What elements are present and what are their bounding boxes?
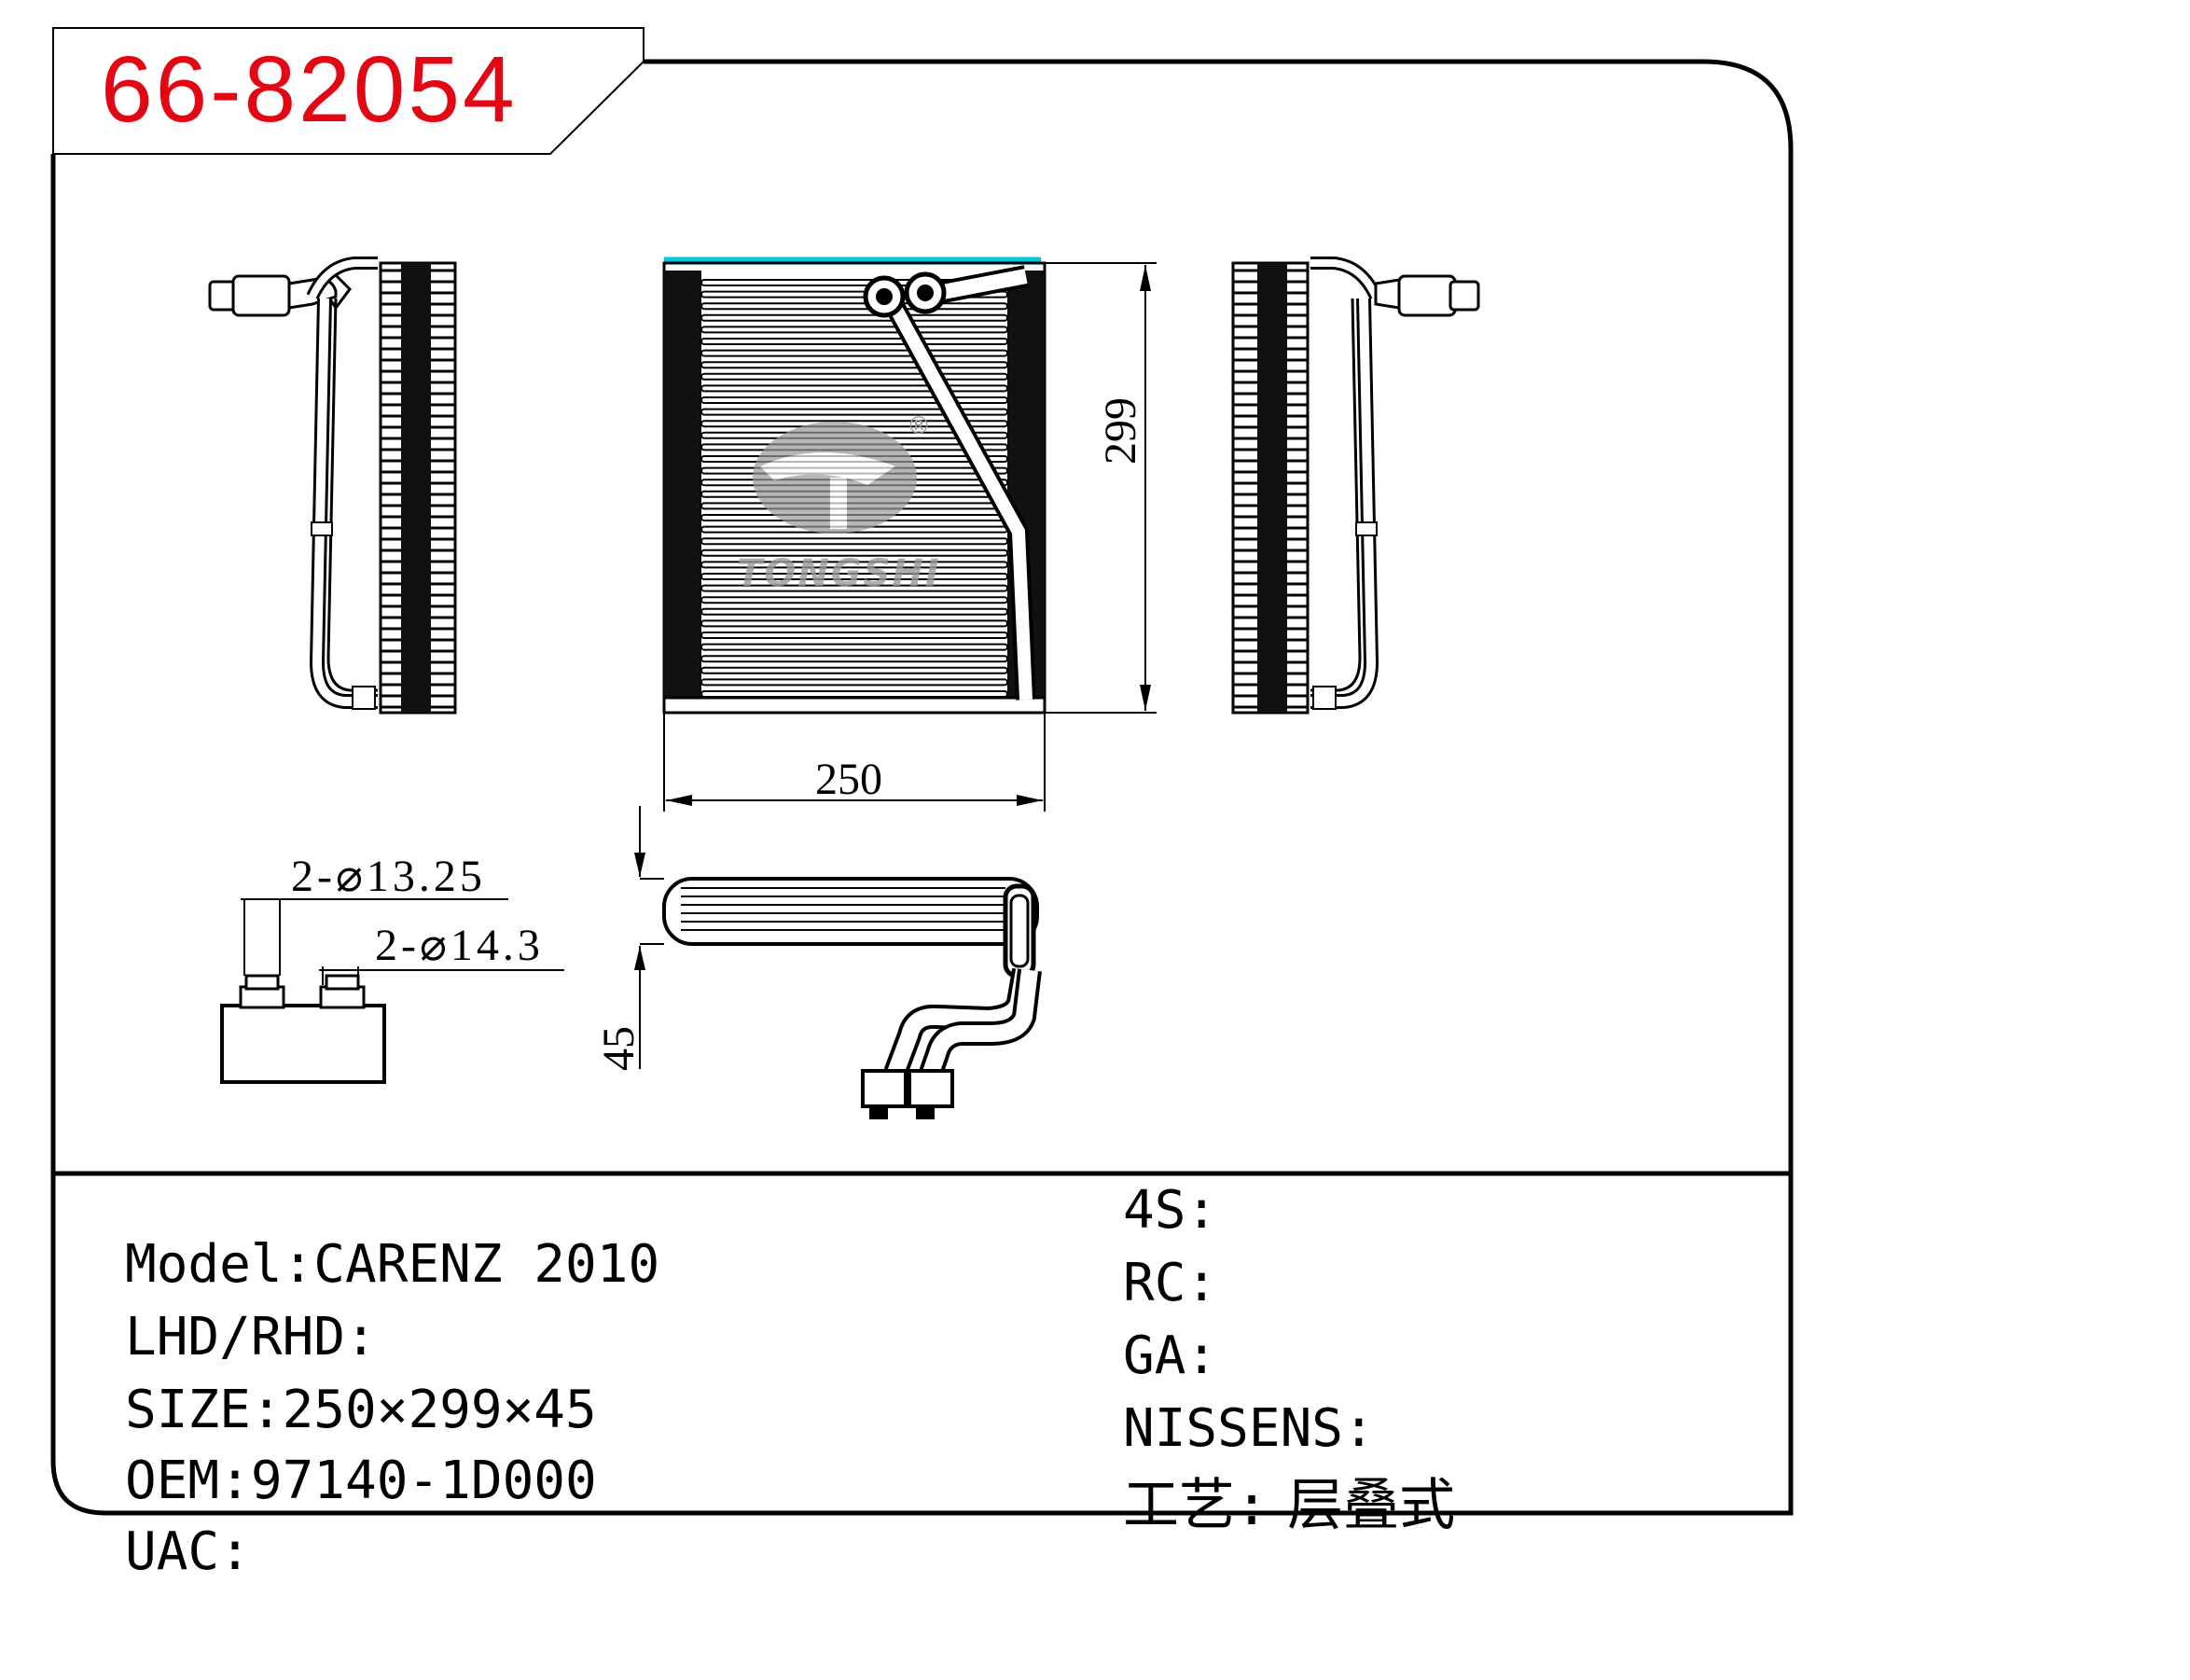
spec-oem-value: 97140-1D000	[250, 1451, 597, 1511]
spec-rc-label: RC:	[1123, 1253, 1218, 1313]
spec-model-label: Model:	[125, 1234, 314, 1295]
watermark-logo	[753, 422, 917, 534]
spec-ga-label: GA:	[1123, 1326, 1218, 1386]
spec-nissens: NISSENS:	[1123, 1403, 1375, 1455]
side-view-left	[208, 257, 457, 715]
spec-uac: UAC:	[125, 1526, 251, 1578]
port-dim-label-1: 2-⌀13.25	[291, 852, 486, 901]
spec-rc: RC:	[1123, 1257, 1217, 1310]
part-number: 66-82054	[101, 37, 518, 142]
spec-process-label: 工艺:	[1123, 1473, 1269, 1538]
spec-process-value: 层叠式	[1287, 1473, 1456, 1538]
spec-lhd-rhd-label: LHD/RHD:	[125, 1307, 377, 1368]
dim-height-label: 299	[1096, 397, 1145, 465]
spec-process: 工艺:层叠式	[1123, 1478, 1455, 1534]
side-view-right	[1231, 257, 1480, 715]
spec-size-value: 250×299×45	[282, 1380, 597, 1440]
dim-width	[663, 713, 1046, 812]
dim-height	[1045, 262, 1157, 714]
spec-4s: 4S:	[1123, 1185, 1217, 1237]
port-detail	[220, 898, 564, 1084]
spec-oem-label: OEM:	[125, 1451, 251, 1511]
dim-depth-label: 45	[594, 1026, 644, 1071]
spec-lhd-rhd: LHD/RHD:	[125, 1312, 377, 1364]
depth-view	[634, 806, 1042, 1119]
spec-model: Model:CARENZ 2010	[125, 1239, 659, 1291]
watermark-logo-text: TONGSHI	[737, 552, 941, 595]
spec-ga: GA:	[1123, 1330, 1217, 1382]
registered-mark: ®	[907, 412, 931, 440]
spec-4s-label: 4S:	[1123, 1180, 1218, 1241]
spec-size-label: SIZE:	[125, 1380, 283, 1440]
spec-nissens-label: NISSENS:	[1123, 1398, 1375, 1459]
front-view	[662, 257, 1046, 715]
spec-oem: OEM:97140-1D000	[125, 1455, 597, 1507]
title-tab	[52, 27, 645, 155]
dim-width-label: 250	[815, 755, 882, 804]
spec-model-value: CARENZ 2010	[313, 1234, 660, 1295]
spec-size: SIZE:250×299×45	[125, 1384, 597, 1437]
port-dim-label-2: 2-⌀14.3	[375, 921, 544, 970]
outer-border	[50, 59, 1794, 1516]
spec-uac-label: UAC:	[125, 1521, 251, 1582]
